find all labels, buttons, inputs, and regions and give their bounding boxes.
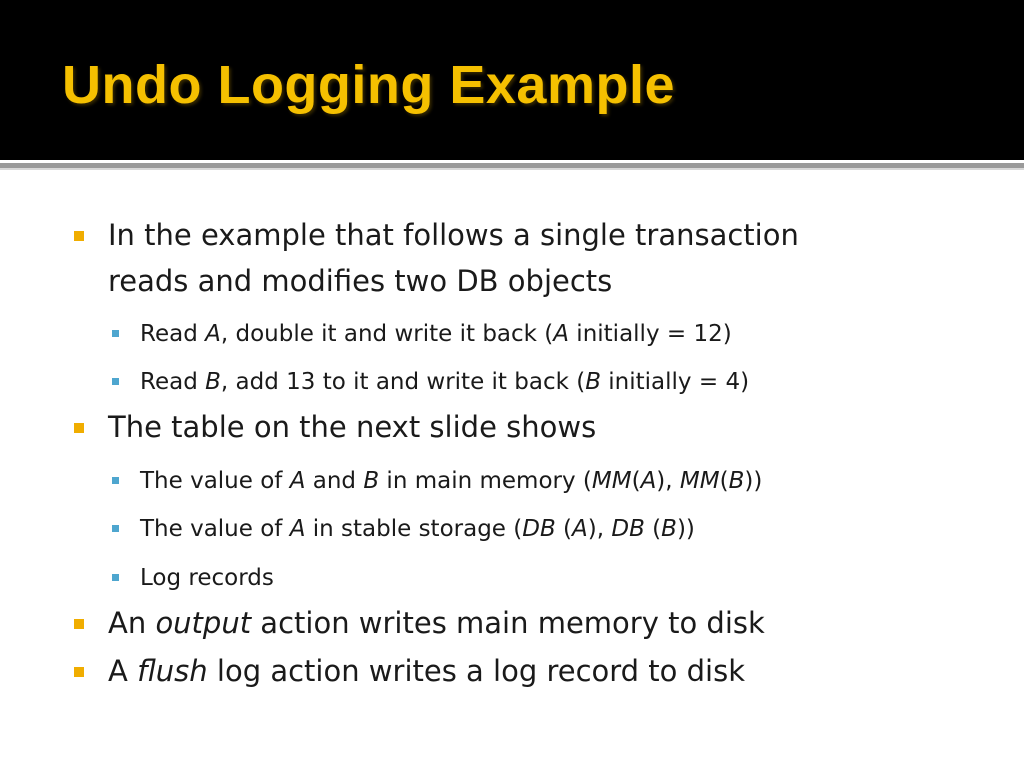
sub-bullet-read-b: Read B, add 13 to it and write it back (… [112, 365, 749, 399]
sub-bullet-stable-storage: The value of A in stable storage (DB (A)… [112, 512, 695, 546]
sub-bullet-marker [112, 378, 119, 385]
bullet-intro: In the example that follows a single tra… [74, 212, 799, 304]
sub-bullet-marker [112, 477, 119, 484]
bullet-output-action: An output action writes main memory to d… [74, 600, 765, 646]
bullet-table-shows: The table on the next slide shows [74, 404, 596, 450]
bullet-marker [74, 423, 84, 433]
sub-bullet-log-records: Log records [112, 561, 274, 595]
bullet-intro-line2: reads and modifies two DB objects [108, 264, 613, 298]
bullet-marker [74, 667, 84, 677]
sub-bullet-marker [112, 525, 119, 532]
bullet-intro-line1: In the example that follows a single tra… [108, 218, 799, 252]
title-divider-light [0, 168, 1024, 170]
title-divider-white [0, 160, 1024, 163]
sub-bullet-main-memory: The value of A and B in main memory (MM(… [112, 464, 762, 498]
sub-bullet-marker [112, 330, 119, 337]
bullet-marker [74, 619, 84, 629]
title-divider-gray [0, 163, 1024, 168]
slide-title: Undo Logging Example [62, 55, 675, 115]
bullet-marker [74, 231, 84, 241]
sub-bullet-read-a: Read A, double it and write it back (A i… [112, 317, 732, 351]
bullet-flush-action: A flush log action writes a log record t… [74, 648, 745, 694]
sub-bullet-marker [112, 574, 119, 581]
title-bar: Undo Logging Example [0, 0, 1024, 160]
